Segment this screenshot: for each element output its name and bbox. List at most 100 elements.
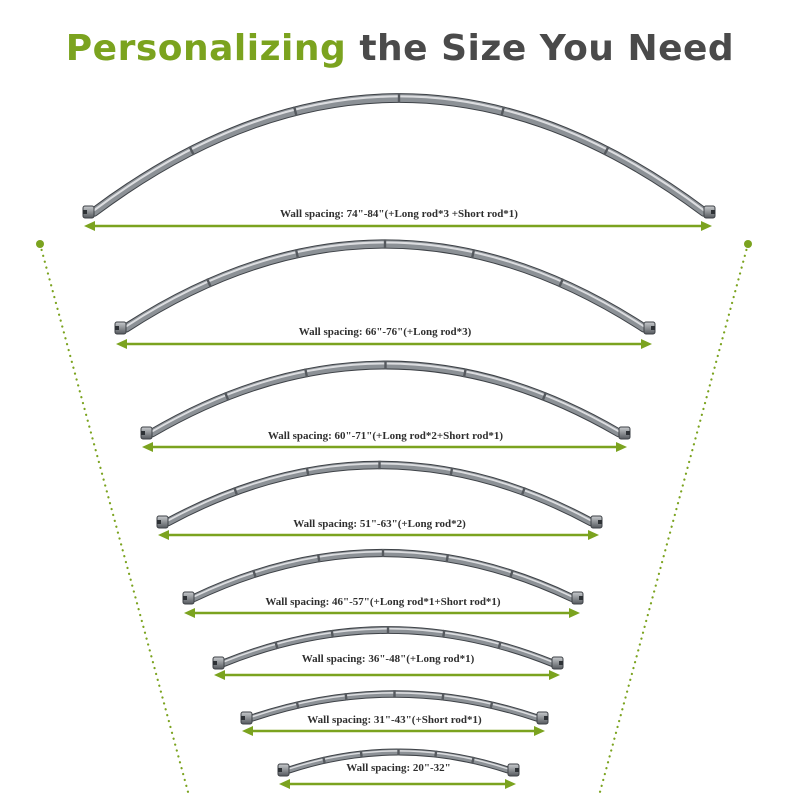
rod-joint xyxy=(541,391,548,401)
funnel-guides xyxy=(36,240,752,794)
rod-joint xyxy=(304,368,309,378)
arrow-head-right xyxy=(641,339,652,349)
bracket-screw-right xyxy=(559,661,563,665)
bracket-screw-right xyxy=(598,520,602,524)
bracket-screw-right xyxy=(711,210,715,214)
arrow-head-right xyxy=(701,221,712,231)
rod-joint xyxy=(558,278,565,288)
rod-body xyxy=(164,461,595,526)
rod-joint xyxy=(386,626,390,634)
rod-joint xyxy=(383,239,387,249)
guide-dot-left xyxy=(36,240,44,248)
rod-joint xyxy=(471,756,475,765)
bracket-screw-left xyxy=(241,716,245,720)
bracket-screw-right xyxy=(544,716,548,720)
rod-highlight xyxy=(124,241,646,328)
rod-body xyxy=(122,240,648,332)
rod-highlight xyxy=(167,462,592,522)
bracket-screw-left xyxy=(83,210,87,214)
rod-joint xyxy=(509,569,514,579)
guide-dot-right xyxy=(744,240,752,248)
rod-joint xyxy=(497,641,502,650)
rod-highlight xyxy=(92,95,706,212)
arrow-head-right xyxy=(616,442,627,452)
rod-3 xyxy=(140,360,631,452)
rod-6 xyxy=(212,626,564,680)
rod-joint xyxy=(500,106,506,117)
rod-body xyxy=(90,94,708,216)
rod-joint xyxy=(489,701,494,709)
rod-1 xyxy=(82,93,716,231)
rod-body xyxy=(148,361,623,437)
bracket-screw-left xyxy=(141,431,145,435)
rod-8 xyxy=(277,748,520,789)
bracket-screw-left xyxy=(278,768,282,772)
rod-joint xyxy=(520,486,526,496)
arrow-head-left xyxy=(116,339,127,349)
arrow-head-left xyxy=(184,608,195,618)
rod-joint xyxy=(445,554,450,563)
arrow-head-left xyxy=(84,221,95,231)
bracket-screw-right xyxy=(515,768,519,772)
rod-joint xyxy=(603,145,610,156)
rod-label-7: Wall spacing: 31"-43"(+Short rod*1) xyxy=(304,714,485,727)
rod-joint xyxy=(462,368,467,378)
rod-joint xyxy=(316,554,321,563)
page-title: Personalizing the Size You Need xyxy=(0,28,800,69)
rod-5 xyxy=(182,548,584,618)
arrow-head-left xyxy=(279,779,290,789)
rod-4 xyxy=(156,460,603,540)
rod-joint xyxy=(294,248,300,259)
rod-joint xyxy=(205,278,212,288)
rod-label-2: Wall spacing: 66"-76"(+Long rod*3) xyxy=(295,326,475,339)
rod-label-6: Wall spacing: 36"-48"(+Long rod*1) xyxy=(298,653,478,666)
arrow-head-right xyxy=(588,530,599,540)
bracket-screw-right xyxy=(579,596,583,600)
bracket-screw-left xyxy=(183,596,187,600)
arrow-head-right xyxy=(534,726,545,736)
rod-label-4: Wall spacing: 51"-63"(+Long rod*2) xyxy=(290,518,469,531)
rod-joint xyxy=(397,93,401,103)
rod-2 xyxy=(114,239,656,349)
rod-label-5: Wall spacing: 46"-57"(+Long rod*1+Short … xyxy=(262,596,504,609)
arrow-head-left xyxy=(214,670,225,680)
rod-7 xyxy=(240,690,549,736)
rod-joint xyxy=(359,750,363,758)
bracket-screw-left xyxy=(213,661,217,665)
arrow-head-left xyxy=(158,530,169,540)
arrow-head-left xyxy=(242,726,253,736)
rod-list xyxy=(82,93,716,789)
rod-joint xyxy=(233,486,239,496)
bracket-screw-left xyxy=(157,520,161,524)
rod-joint xyxy=(188,145,195,156)
rod-highlight xyxy=(193,550,573,598)
rod-label-1: Wall spacing: 74"-84"(+Long rod*3 +Short… xyxy=(277,208,521,221)
title-highlight: Personalizing xyxy=(65,28,347,69)
rod-joint xyxy=(378,460,381,470)
bracket-screw-right xyxy=(651,326,655,330)
arrow-head-right xyxy=(569,608,580,618)
rod-joint xyxy=(470,248,476,259)
rod-joint xyxy=(381,548,385,558)
rod-joint xyxy=(295,701,300,709)
rod-highlight xyxy=(151,362,620,433)
arrow-head-left xyxy=(142,442,153,452)
rod-joint xyxy=(384,360,387,370)
rod-body xyxy=(190,550,576,602)
arrow-head-right xyxy=(505,779,516,789)
rod-joint xyxy=(322,756,326,765)
rod-joint xyxy=(434,750,438,758)
arrow-head-right xyxy=(549,670,560,680)
rod-joint xyxy=(305,467,310,476)
guide-line-right xyxy=(598,242,750,794)
rod-joint xyxy=(292,106,298,117)
rod-joint xyxy=(441,692,445,701)
bracket-screw-left xyxy=(115,326,119,330)
rod-label-8: Wall spacing: 20"-32" xyxy=(343,762,454,775)
rod-joint xyxy=(330,629,334,638)
bracket-screw-right xyxy=(626,431,630,435)
rod-label-3: Wall spacing: 60"-71"(+Long rod*2+Short … xyxy=(264,430,507,443)
rod-joint xyxy=(442,629,446,638)
rod-joint xyxy=(274,641,279,650)
